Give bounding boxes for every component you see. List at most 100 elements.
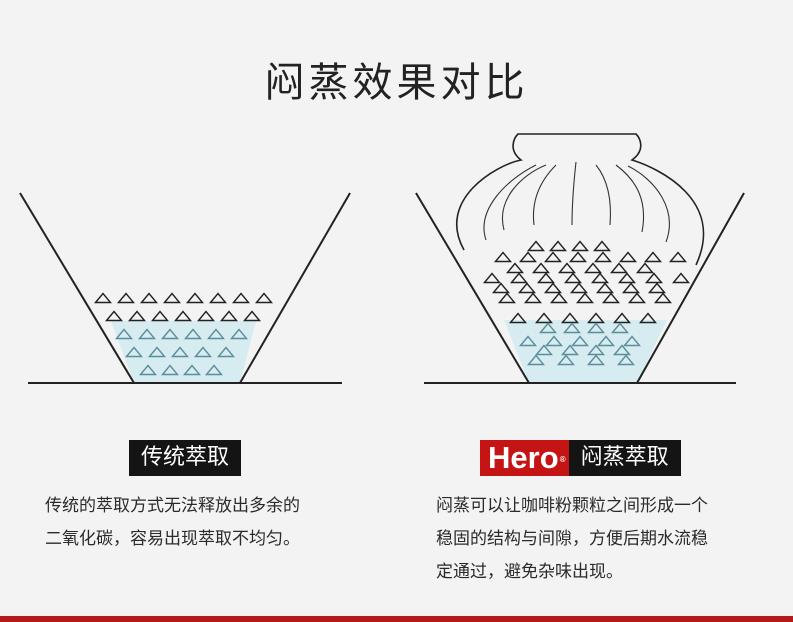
coffee-grain (209, 292, 227, 304)
coffee-grain (584, 262, 602, 274)
coffee-grain (618, 272, 636, 284)
coffee-grain (550, 292, 568, 304)
coffee-grain (623, 335, 641, 347)
coffee-grain (569, 251, 587, 263)
coffee-grain (617, 354, 635, 366)
coffee-grain (648, 282, 666, 294)
coffee-grain (205, 364, 223, 376)
coffee-grain (519, 335, 537, 347)
coffee-grain (527, 354, 545, 366)
coffee-grain (151, 310, 169, 322)
coffee-grain (230, 328, 248, 340)
coffee-grain (561, 312, 579, 324)
coffee-grain (544, 251, 562, 263)
coffee-grain (194, 346, 212, 358)
coffee-grain (613, 344, 631, 356)
coffee-grain (545, 335, 563, 347)
coffee-grain (139, 364, 157, 376)
coffee-grain (644, 251, 662, 263)
coffee-grain (527, 240, 545, 252)
coffee-grain (148, 346, 166, 358)
coffee-grain (639, 312, 657, 324)
coffee-grain (669, 251, 687, 263)
coffee-grain (628, 292, 646, 304)
coffee-grain (532, 262, 550, 274)
coffee-grain (563, 322, 581, 334)
coffee-grain (125, 346, 143, 358)
coffee-grain (571, 335, 589, 347)
coffee-grain (243, 310, 261, 322)
coffee-grain (564, 272, 582, 284)
grains-dry (94, 292, 273, 322)
coffee-grain (492, 282, 510, 294)
coffee-grain (611, 322, 629, 334)
coffee-grain (94, 292, 112, 304)
coffee-grain (183, 364, 201, 376)
coffee-grain (594, 251, 612, 263)
coffee-grain (610, 262, 628, 274)
coffee-grain (571, 240, 589, 252)
coffee-grain (672, 272, 690, 284)
coffee-grain (105, 310, 123, 322)
page-title: 闷蒸效果对比 (264, 60, 529, 106)
coffee-grain (220, 310, 238, 322)
coffee-grain (498, 292, 516, 304)
coffee-grain (587, 322, 605, 334)
coffee-grain (619, 251, 637, 263)
coffee-grain (587, 354, 605, 366)
coffee-grain (524, 292, 542, 304)
coffee-grain (535, 312, 553, 324)
coffee-grain (207, 328, 225, 340)
traditional-description: 传统的萃取方式无法释放出多余的 二氧化碳，容易出现萃取不均匀。 (45, 496, 300, 549)
water-layer (504, 320, 667, 383)
coffee-grain (509, 312, 527, 324)
coffee-grain (537, 272, 555, 284)
coffee-grain (494, 251, 512, 263)
coffee-grain (557, 354, 575, 366)
grains-dry (483, 240, 690, 324)
coffee-grain (622, 282, 640, 294)
coffee-grain (140, 292, 158, 304)
hero-label: Hero® 闷蒸萃取 (480, 440, 681, 476)
grains-wet (519, 322, 641, 366)
coffee-grain (115, 328, 133, 340)
coffee-grain (602, 292, 620, 304)
bloom-extraction-diagram (415, 133, 745, 384)
funnel-left-wall (415, 192, 530, 384)
bloom-dome (456, 133, 705, 266)
coffee-grain (544, 282, 562, 294)
coffee-grain (539, 322, 557, 334)
bloom-description: 闷蒸可以让咖啡粉颗粒之间形成一个 稳固的结构与间隙，方便后期水流稳 定通过，避免… (436, 496, 708, 582)
coffee-grain (232, 292, 250, 304)
coffee-grain (483, 272, 501, 284)
coffee-grain (613, 312, 631, 324)
coffee-grain (570, 282, 588, 294)
traditional-label: 传统萃取 (129, 440, 242, 476)
coffee-grain (117, 292, 135, 304)
coffee-grain (217, 346, 235, 358)
coffee-grain (597, 335, 615, 347)
coffee-grain (197, 310, 215, 322)
coffee-grain (506, 262, 524, 274)
coffee-grain (161, 364, 179, 376)
coffee-grain (171, 346, 189, 358)
coffee-grain (576, 292, 594, 304)
funnel-left-wall (19, 192, 135, 384)
bloom-label-text: 闷蒸萃取 (568, 440, 681, 476)
funnel-right-wall (239, 192, 351, 384)
coffee-grain (510, 272, 528, 284)
coffee-grain (518, 282, 536, 294)
coffee-grain (645, 272, 663, 284)
coffee-grain (255, 292, 273, 304)
hero-logo: Hero® (480, 440, 569, 476)
coffee-grain (593, 240, 611, 252)
traditional-label-text: 传统萃取 (129, 440, 242, 476)
coffee-grain (163, 292, 181, 304)
coffee-grain (561, 344, 579, 356)
coffee-grain (184, 328, 202, 340)
coffee-grain (186, 292, 204, 304)
coffee-grain (519, 251, 537, 263)
coffee-grain (161, 328, 179, 340)
coffee-grain (596, 282, 614, 294)
coffee-grain (591, 272, 609, 284)
